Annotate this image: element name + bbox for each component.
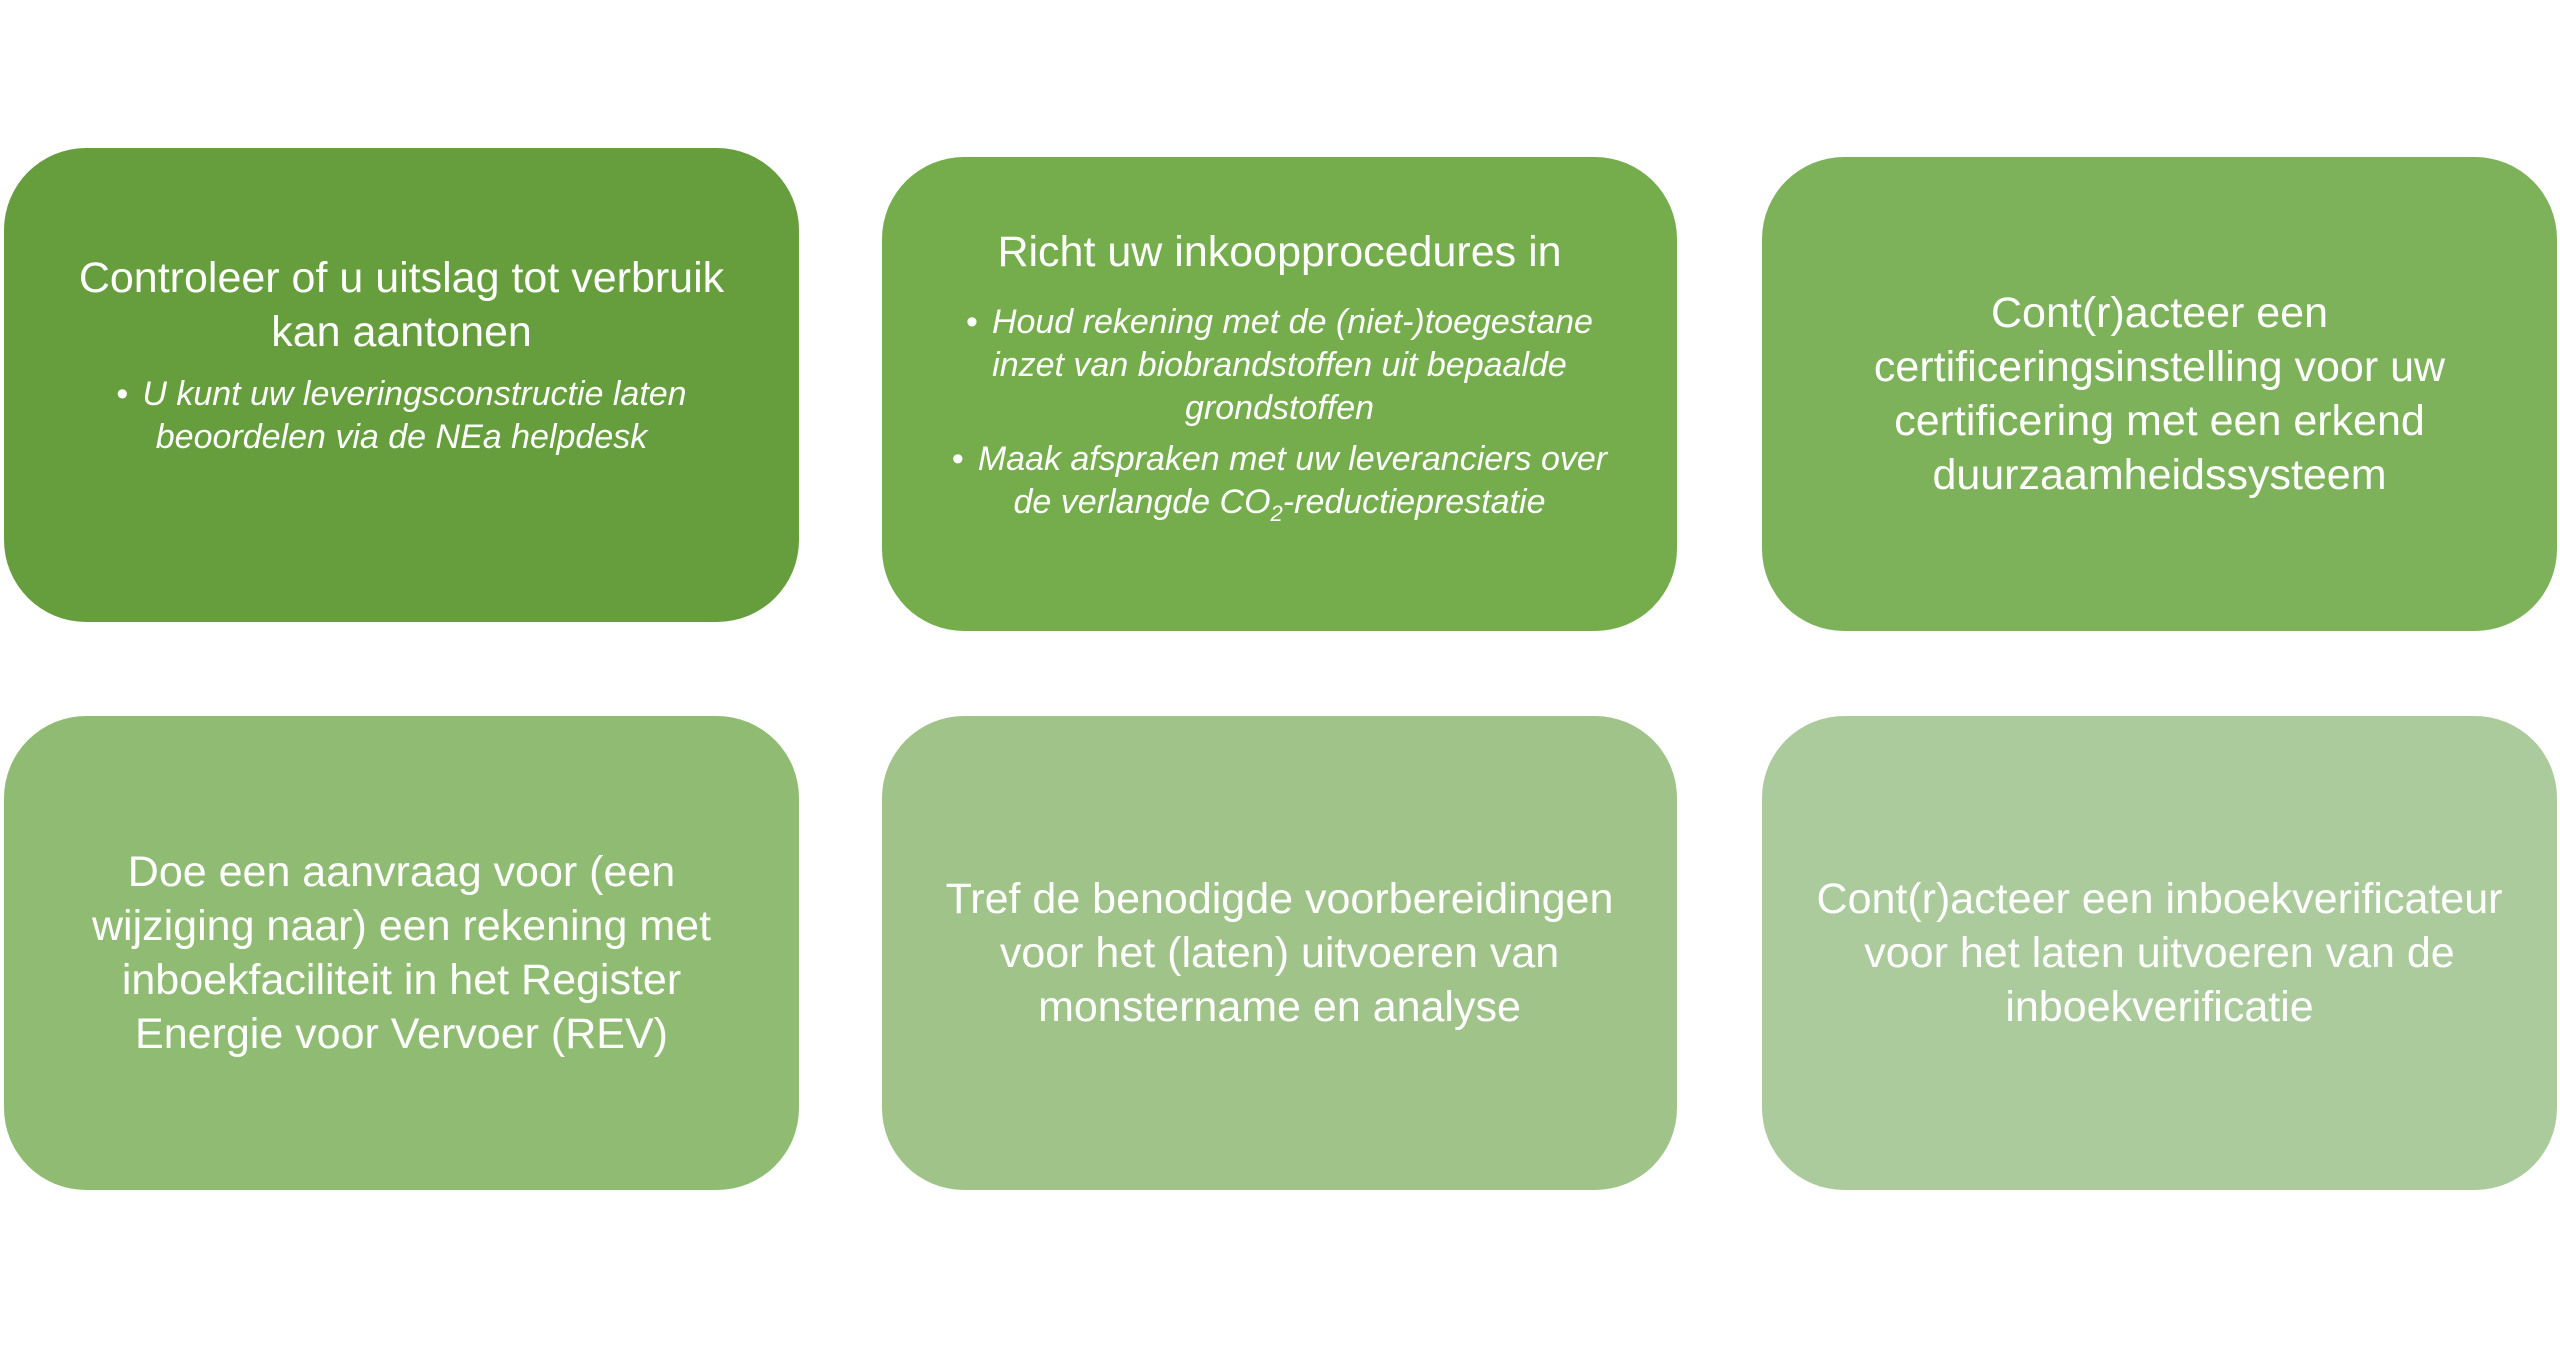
bullet-icon: • [966,302,978,341]
step-card-sampling-preparation: Tref de benodigde voorbereidingen voor h… [882,716,1677,1190]
bullet-list: •Houd rekening met de (niet-)toegestane … [930,301,1630,526]
bullet-icon: • [116,375,129,413]
card-title: Richt uw inkoopprocedures in [997,227,1562,276]
card-title: Cont(r)acteer een inboekverificateur voo… [1816,875,2503,1031]
bullet-item: •U kunt uw leveringsconstructie laten be… [116,375,687,456]
bullet-item: •Maak afspraken met uw leveranciers over… [951,439,1608,526]
card-title: Doe een aanvraag voor (een wijziging naa… [91,848,712,1058]
step-card-certification-body: Cont(r)acteer een certificeringsinstelli… [1762,157,2557,631]
step-card-booking-verifier: Cont(r)acteer een inboekverificateur voo… [1762,716,2557,1190]
card-title: Cont(r)acteer een certificeringsinstelli… [1873,289,2446,499]
bullet-list: •U kunt uw leveringsconstructie laten be… [82,373,722,459]
bullet-icon: • [951,439,964,478]
bullet-item: •Houd rekening met de (niet-)toegestane … [966,302,1593,427]
step-card-rev-account: Doe een aanvraag voor (een wijziging naa… [4,716,799,1190]
card-title: Tref de benodigde voorbereidingen voor h… [945,875,1614,1031]
card-title: Controleer of u uitslag tot verbruik kan… [78,254,725,356]
step-card-procurement: Richt uw inkoopprocedures in •Houd reken… [882,157,1677,631]
step-card-check-consumption: Controleer of u uitslag tot verbruik kan… [4,148,799,622]
